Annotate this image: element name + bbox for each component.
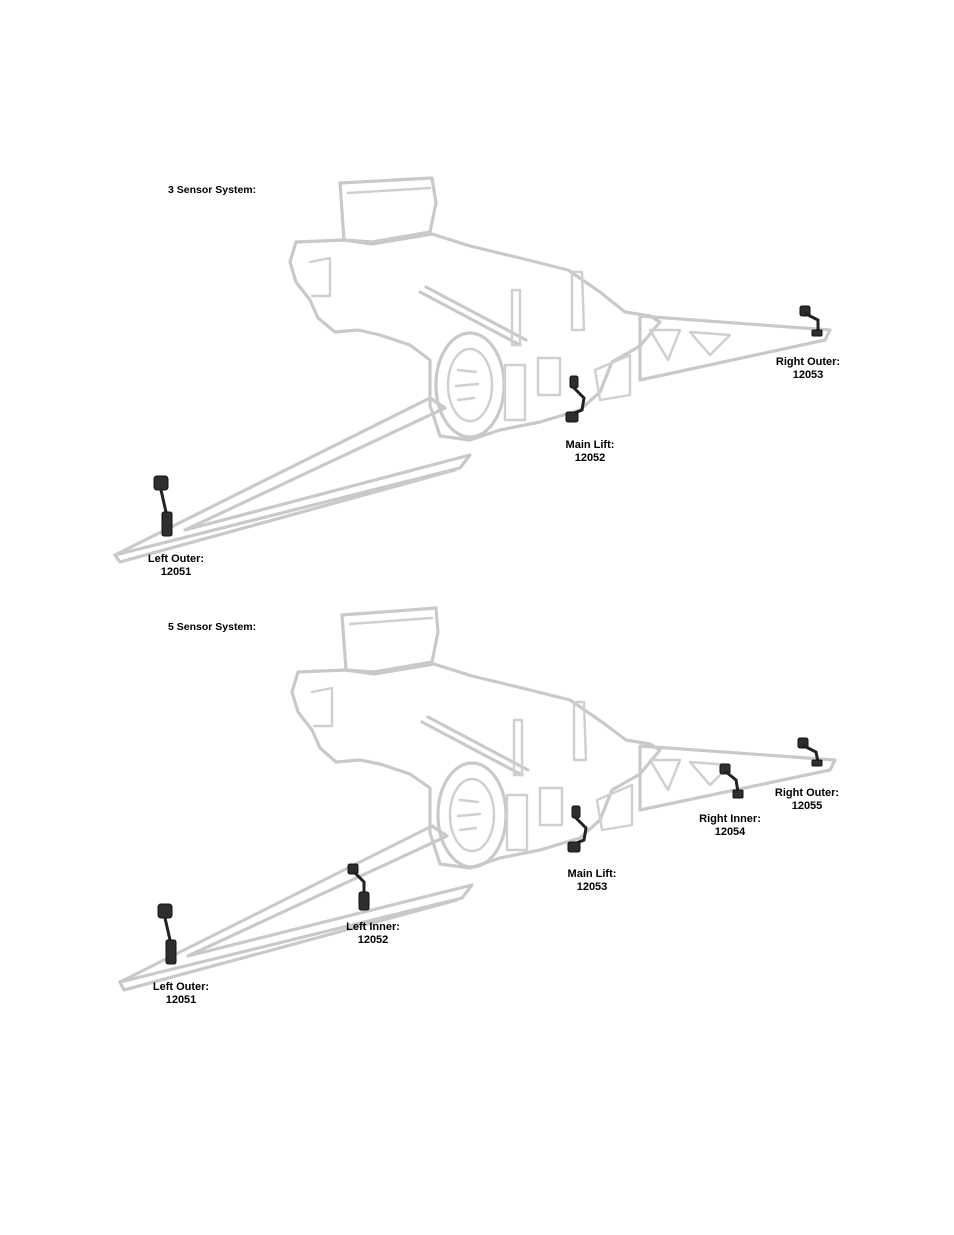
right-outer-sensor-icon [800,306,822,336]
sensor-part-number: 12051 [136,994,226,1007]
sensor-part-number: 12053 [547,881,637,894]
sensor-name: Left Inner: [328,921,418,934]
sensor-part-number: 12051 [131,566,221,579]
sensor-label-main-lift: Main Lift: 12052 [545,439,635,465]
sensor-label-right-outer: Right Outer: 12055 [762,787,852,813]
left-outer-sensor-icon [158,904,176,964]
right-outer-sensor-icon [798,738,822,766]
sensor-part-number: 12055 [762,800,852,813]
left-outer-sensor-icon [154,476,172,536]
sensor-part-number: 12054 [685,826,775,839]
sensor-label-right-outer: Right Outer: 12053 [763,356,853,382]
sprayer-outline-icon [0,0,954,600]
sensor-name: Right Outer: [762,787,852,800]
sensor-part-number: 12052 [545,452,635,465]
diagram-title: 3 Sensor System: [168,184,256,196]
diagram-title: 5 Sensor System: [168,621,256,633]
sensor-part-number: 12052 [328,934,418,947]
three-sensor-diagram: 3 Sensor System: Left Outer: 12051 Main … [0,0,954,600]
sensor-name: Main Lift: [545,439,635,452]
main-lift-sensor-icon [566,376,584,422]
sensor-part-number: 12053 [763,369,853,382]
sensor-name: Right Inner: [685,813,775,826]
sensor-label-main-lift: Main Lift: 12053 [547,868,637,894]
sensor-name: Main Lift: [547,868,637,881]
sensor-label-left-inner: Left Inner: 12052 [328,921,418,947]
left-inner-sensor-icon [348,864,369,910]
five-sensor-diagram: 5 Sensor System: Left Outer: 12051 Left … [0,600,954,1020]
sensor-label-right-inner: Right Inner: 12054 [685,813,775,839]
sensor-label-left-outer: Left Outer: 12051 [136,981,226,1007]
sensor-name: Left Outer: [131,553,221,566]
sensor-name: Right Outer: [763,356,853,369]
sensor-name: Left Outer: [136,981,226,994]
sensor-label-left-outer: Left Outer: 12051 [131,553,221,579]
main-lift-sensor-icon [568,806,586,852]
